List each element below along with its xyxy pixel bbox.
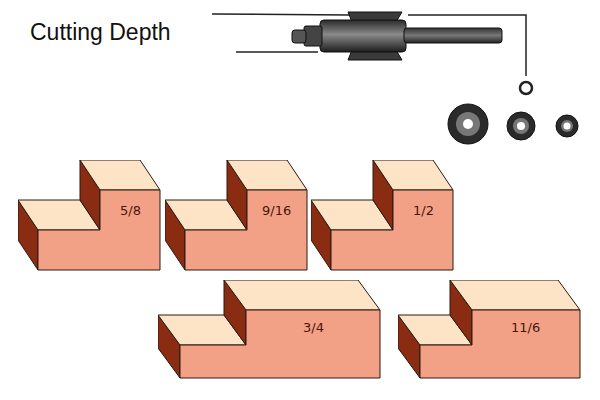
bit-body [320,20,406,52]
front-face [420,310,580,378]
spare-bearing [448,104,488,144]
washer [520,82,532,94]
spare-bearing [507,112,535,140]
front-face [185,190,307,270]
rebated-block: 9/16 [165,160,309,272]
block-top [450,280,580,310]
front-face [331,190,453,270]
depth-label: 11/6 [511,321,540,334]
spare-bearing [561,120,573,132]
spare-bearing [556,115,578,137]
block-top [224,280,380,310]
depth-label: 9/16 [262,204,291,217]
spare-bearing [517,122,525,130]
front-face [38,190,160,270]
depth-label: 3/4 [303,321,324,334]
spare-bearing [564,123,571,130]
leader-line [408,15,526,76]
block-top [80,160,160,190]
spare-bearing [456,112,480,136]
rebated-block: 3/4 [158,280,382,380]
depth-label: 5/8 [120,204,141,217]
bearing [304,26,322,46]
depth-label: 1/2 [413,204,434,217]
shank [404,28,502,43]
callout-label: Cutting Depth [30,20,171,45]
spare-bearing [463,119,473,129]
rebated-block: 11/6 [398,280,582,380]
rebated-block: 5/8 [18,160,162,272]
block-top [373,160,453,190]
leader-line [236,51,318,53]
block-outline [158,280,382,380]
leader-line [212,14,350,15]
bearing-screw [292,30,306,43]
block-top [227,160,307,190]
front-face [180,310,380,378]
rebated-block: 1/2 [311,160,455,272]
spare-bearing [513,118,529,134]
block-outline [398,280,582,380]
